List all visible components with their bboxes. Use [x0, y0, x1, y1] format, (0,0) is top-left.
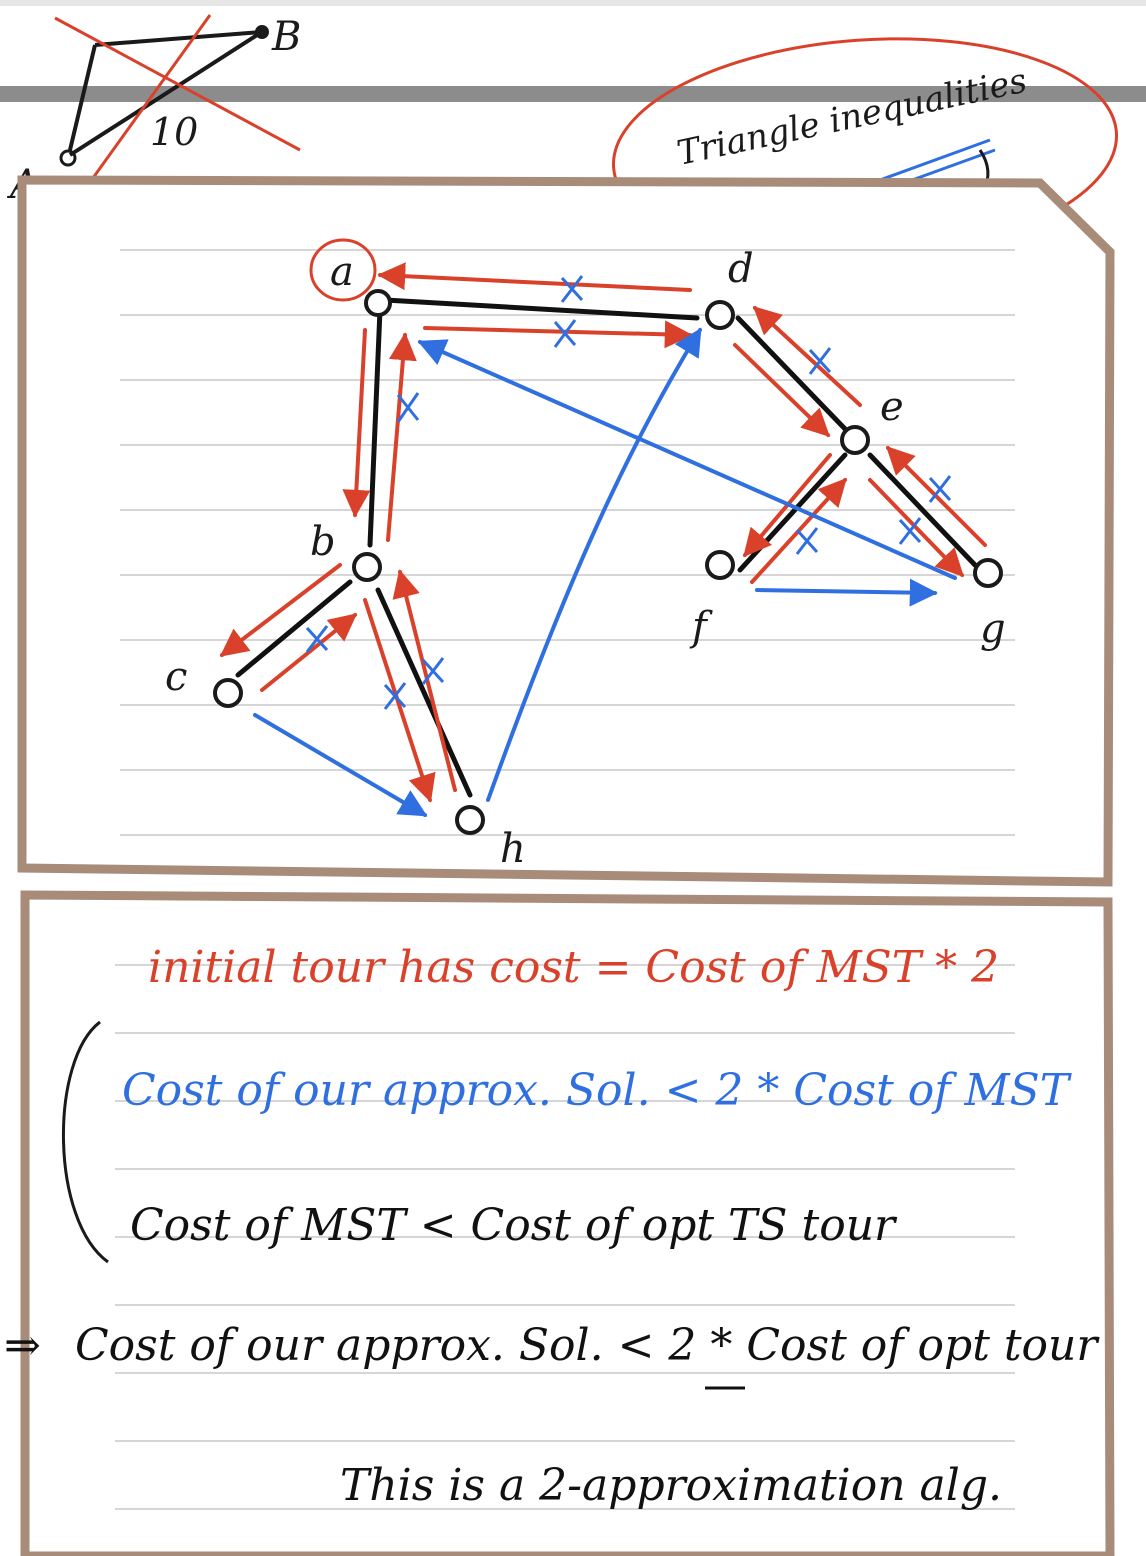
node-b	[352, 552, 382, 582]
shortcut-g-to-a	[417, 339, 957, 580]
walk-a-to-d	[423, 320, 693, 349]
node-e	[840, 425, 870, 455]
node-label-b: b	[310, 519, 336, 565]
crossed-out-marks	[305, 275, 952, 710]
note-line-4: Cost of our approx. Sol. < 2 * Cost of o…	[75, 1320, 1100, 1371]
note-line-4-arrow: ⇒	[4, 1320, 41, 1371]
graph-nodes	[213, 289, 1003, 835]
shortcut-edges	[253, 327, 957, 817]
walk-g-to-e	[886, 446, 987, 547]
walk-b-to-c	[219, 563, 342, 657]
walk-a-to-b	[342, 328, 371, 518]
note-line-2: Cost of our approx. Sol. < 2 * Cost of M…	[122, 1065, 1073, 1116]
mst-edge-a-b	[367, 307, 383, 548]
graph-panel: a b c d e f g h	[17, 175, 1115, 887]
walk-e-to-g	[868, 478, 964, 578]
shortcut-h-to-d	[486, 327, 702, 802]
walk-d-to-e	[733, 343, 831, 437]
node-label-a: a	[330, 249, 354, 295]
sketch-edge-weight: 10	[150, 110, 198, 154]
shortcut-f-to-g	[755, 578, 938, 607]
node-label-h: h	[500, 826, 526, 872]
mst-edge-b-c	[235, 579, 353, 678]
node-c	[213, 678, 243, 708]
node-label-c: c	[165, 654, 187, 700]
walk-b-to-a	[386, 332, 417, 542]
mst-edge-b-h	[375, 587, 473, 798]
node-h	[455, 805, 485, 835]
sketch-label-b: B	[271, 14, 301, 60]
graph-panel-rules	[120, 249, 1015, 836]
node-label-d: d	[728, 246, 754, 292]
shortcut-c-to-h	[253, 713, 428, 817]
sketch-node-b	[255, 25, 269, 39]
walk-d-to-a	[377, 262, 692, 292]
walk-h-to-b	[392, 569, 457, 792]
top-edge-line	[0, 0, 1146, 6]
note-line-3: Cost of MST < Cost of opt TS tour	[130, 1200, 898, 1251]
mst-edge-a-d	[382, 297, 700, 321]
node-f	[705, 550, 735, 580]
left-bracket	[62, 1020, 109, 1264]
node-a	[364, 289, 392, 317]
walk-e-to-d	[752, 306, 862, 407]
node-g	[973, 558, 1003, 588]
node-label-g: g	[980, 606, 1006, 652]
note-line-5: This is a 2-approximation alg.	[340, 1460, 1002, 1511]
sketch-node-a	[59, 149, 77, 167]
node-a-highlight	[309, 238, 377, 302]
node-d	[705, 300, 735, 330]
note-line-1: initial tour has cost = Cost of MST * 2	[148, 942, 999, 993]
notes-panel-rules	[115, 964, 1015, 1510]
mst-edges	[235, 297, 978, 798]
top-divider-bar	[0, 86, 1146, 102]
notes-panel: initial tour has cost = Cost of MST * 2 …	[4, 890, 1115, 1556]
node-label-e: e	[880, 384, 904, 430]
